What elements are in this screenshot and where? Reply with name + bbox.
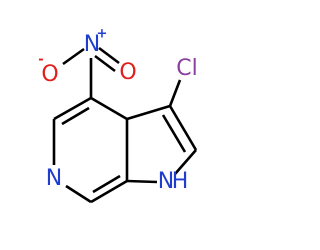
atom-nitro-nitrogen-label: N <box>84 32 100 57</box>
atom-oxygen-single-label: O <box>41 62 58 87</box>
atom-chlorine-label: Cl <box>176 56 197 81</box>
bond-n6-c7 <box>65 184 92 204</box>
atom-pyrrole-nitrogen-label: N <box>158 169 174 194</box>
oxygen-minus-charge: - <box>38 53 43 68</box>
bond-nitro-n-o-double <box>98 46 120 65</box>
bond-c4-c3a <box>90 96 128 121</box>
bond-c3-cl <box>168 79 182 107</box>
bond-c7-c7a-inner <box>92 174 121 194</box>
bond-c3-c2 <box>168 105 198 151</box>
molecule-drawing: Cl N + O O - N N H <box>38 27 198 204</box>
bond-c2-n1 <box>174 149 197 175</box>
atom-pyrrole-hydrogen-label: H <box>172 169 189 194</box>
bond-nitro-n-o-double-second <box>94 54 116 73</box>
nitro-nitrogen-plus-charge: + <box>97 27 108 42</box>
bond-nitro-n-o-single <box>62 47 85 66</box>
bond-c4-c5-inner <box>61 106 90 126</box>
bond-c4-c5 <box>53 96 92 121</box>
bond-c7-c7a <box>90 179 128 204</box>
bond-c3-c2-inner <box>161 114 187 153</box>
bond-n1-c7a <box>126 179 158 184</box>
bond-c3a-c3 <box>126 104 171 121</box>
structure-canvas: Cl N + O O - N N H <box>38 26 198 204</box>
atom-oxygen-double-label: O <box>119 60 136 85</box>
atom-pyridine-nitrogen-label: N <box>46 166 62 191</box>
